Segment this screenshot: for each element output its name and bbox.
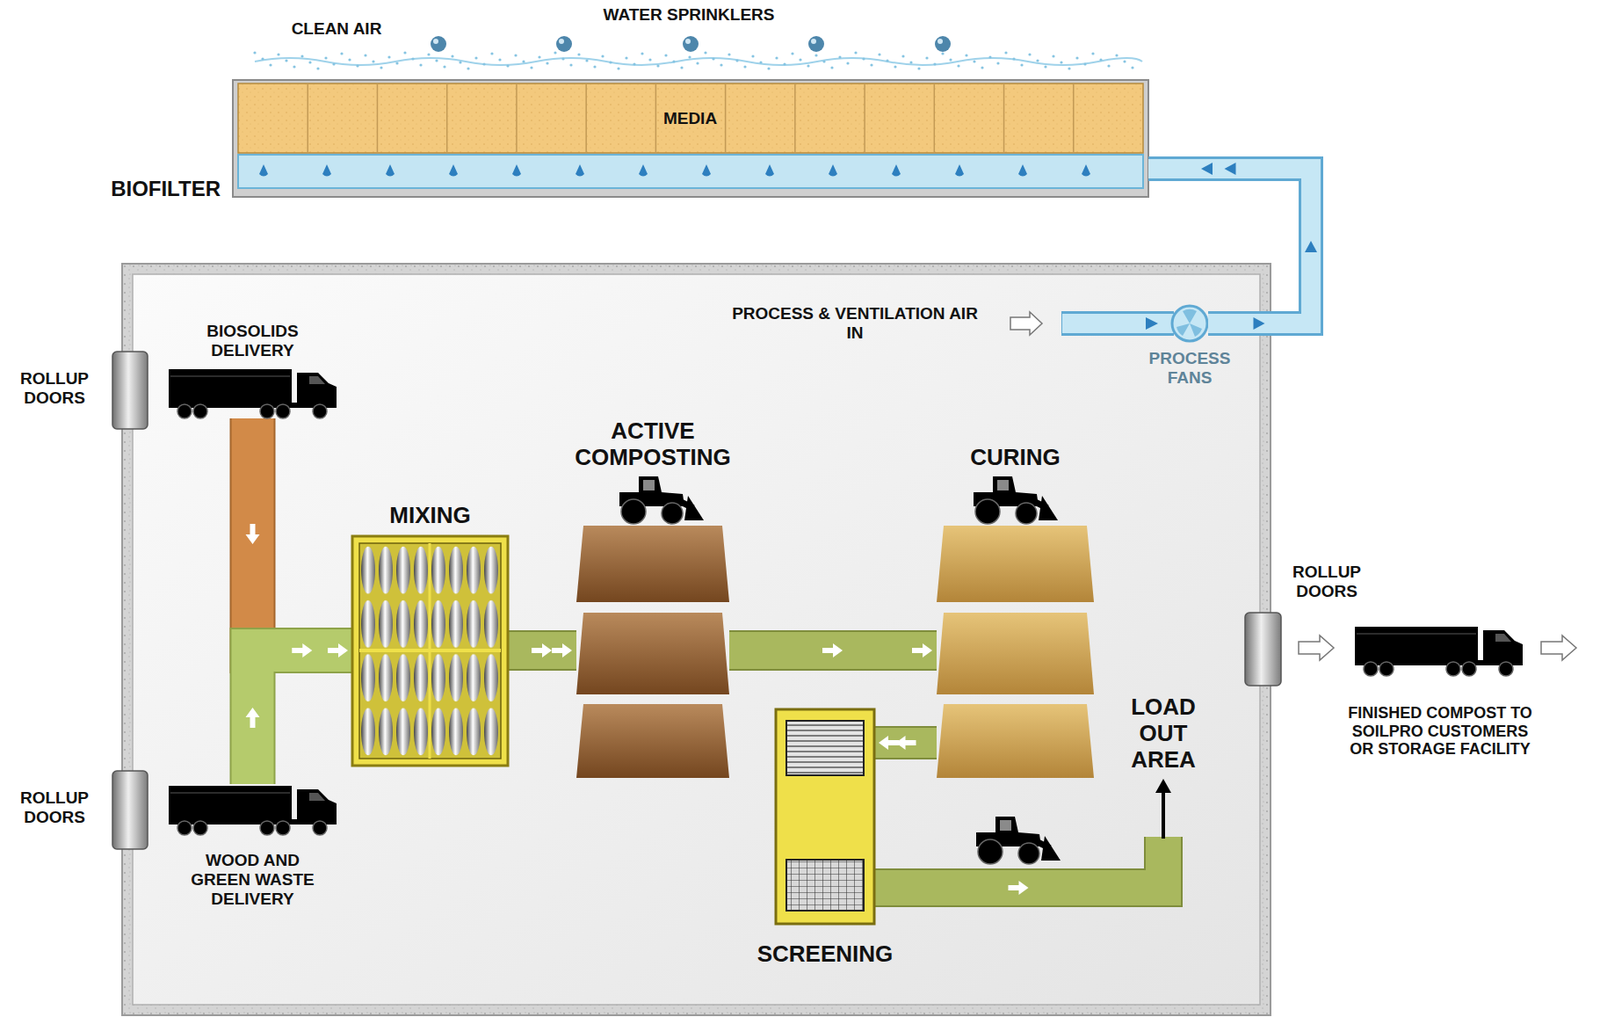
truck-silhouette [168,785,337,835]
truck-silhouette [168,369,337,419]
fan-symbol [1172,305,1208,341]
flow-band [507,643,577,658]
plain-label: CLEAN AIR [291,19,383,39]
compost-pile [576,525,730,602]
flow-band [729,643,937,658]
node-label: BIOSOLIDS DELIVERY [178,321,328,361]
curing-pile [936,525,1094,602]
sprinkler-head [682,36,699,52]
sprinkler-head [430,36,447,52]
node-label: CURING [970,444,1061,471]
compost-pile [576,612,730,695]
loader-silhouette [973,476,1058,524]
screener-drawing [775,709,875,924]
truck-silhouette [1354,626,1523,676]
flow-band [874,735,937,750]
node-label: LOAD OUT AREA [1114,694,1212,774]
open-arrow [1298,635,1334,660]
rollup-door [112,770,148,849]
screener: SCREENING [775,709,875,924]
curing-pile [936,612,1094,695]
biofilter-box: MEDIABIOFILTER [232,79,1149,197]
open-arrow [1541,635,1577,660]
node-label: PROCESS FANS [1132,348,1247,388]
mixer-drawing [352,535,508,766]
sprinkler-head [934,36,951,52]
flow-band [246,418,354,658]
sprinkler-head [808,36,825,52]
air-duct [1148,162,1318,330]
node-label: WOOD AND GREEN WASTE DELIVERY [178,850,328,909]
load-out-area: LOAD OUT AREA [1119,694,1208,774]
plain-label: ROLLUP DOORS [10,369,99,408]
rollup-door [1245,612,1282,686]
compost-pile [576,703,730,778]
media-bed: MEDIA [238,83,1143,154]
node-label: ACTIVE COMPOSTING [542,418,763,471]
plain-label: PROCESS & VENTILATION AIR IN [727,304,983,343]
open-arrow [1010,311,1043,335]
node-label: MIXING [389,502,471,529]
plain-label: WATER SPRINKLERS [603,5,775,25]
node-label: MEDIA [663,108,717,129]
flow-band [246,643,354,784]
flow-band [874,778,1172,895]
rollup-door [112,351,148,429]
delivery-truck: WOOD AND GREEN WASTE DELIVERY [168,783,337,837]
loader-silhouette [619,476,704,524]
active-compost-piles: ACTIVE COMPOSTING [576,525,730,778]
process-fan: PROCESS FANS [1171,304,1209,342]
sprinkler-head [556,36,572,52]
curing-pile [936,703,1094,778]
node-label: SCREENING [757,941,894,968]
mixer: MIXING [352,535,508,766]
finished-compost-truck: FINISHED COMPOST TO SOILPRO CUSTOMERS OR… [1354,624,1526,674]
plain-label: ROLLUP DOORS [10,788,99,827]
loader-silhouette [976,816,1061,864]
delivery-truck: BIOSOLIDS DELIVERY [168,367,337,419]
curing-piles: CURING [936,525,1094,778]
node-label: BIOFILTER [110,176,221,202]
node-label: FINISHED COMPOST TO SOILPRO CUSTOMERS OR… [1341,703,1539,759]
plain-label: ROLLUP DOORS [1282,562,1371,601]
